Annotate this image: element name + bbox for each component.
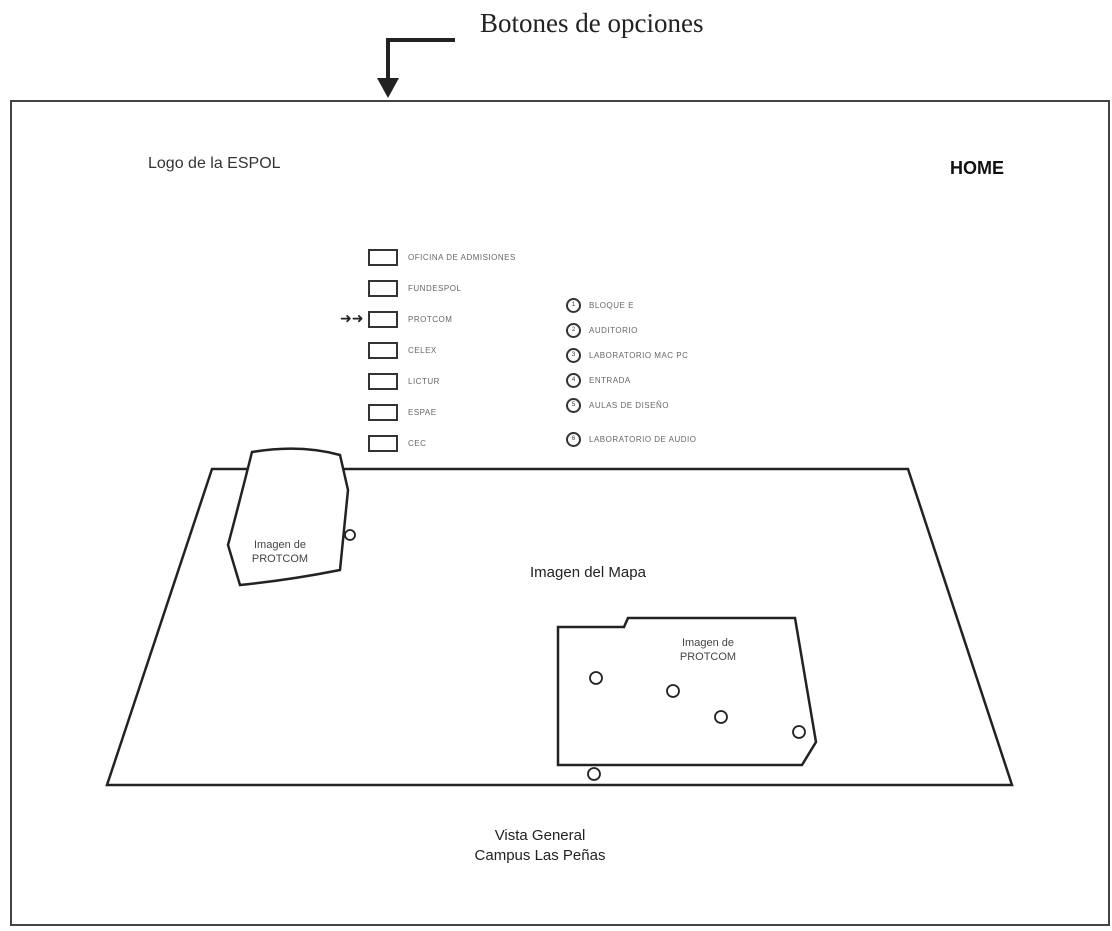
legend-number-icon: 5	[566, 397, 581, 413]
menu-button[interactable]	[368, 372, 398, 390]
building-image-right[interactable]: Imagen de PROTCOM	[679, 637, 737, 663]
legend-number-icon: 3	[566, 347, 581, 363]
menu-item-label: ESPAE	[408, 407, 437, 417]
menu-button[interactable]	[368, 310, 398, 328]
annotation-label: Botones de opciones	[480, 8, 704, 38]
caption-line-1: Vista General	[494, 827, 586, 844]
menu-item-cec[interactable]: CEC	[368, 433, 426, 453]
menu-item-label: CEC	[408, 438, 427, 448]
menu-button[interactable]	[368, 341, 398, 359]
legend-number-icon: 6	[566, 431, 581, 447]
legend-label: LABORATORIO DE AUDIO	[589, 434, 697, 444]
logo-placeholder: Logo de la ESPOL	[148, 155, 281, 172]
campus-caption: Vista General Campus Las Peñas	[420, 826, 660, 866]
legend-label: ENTRADA	[589, 375, 631, 385]
menu-item-label: CELEX	[408, 345, 437, 355]
legend-item[interactable]: 6 LABORATORIO DE AUDIO	[566, 431, 697, 447]
legend-item[interactable]: 1 BLOQUE E	[566, 297, 634, 313]
legend-number-icon: 4	[566, 372, 581, 388]
page-frame	[10, 100, 1110, 926]
legend-label: AULAS DE DISEÑO	[589, 400, 669, 410]
legend-number-icon: 1	[566, 297, 581, 313]
menu-button[interactable]	[368, 279, 398, 297]
menu-item-protcom[interactable]: ➜➜ PROTCOM	[340, 309, 453, 329]
legend-item[interactable]: 4 ENTRADA	[566, 372, 631, 388]
legend-number-icon: 2	[566, 322, 581, 338]
menu-item-label: LICTUR	[408, 376, 440, 386]
menu-item-fundespol[interactable]: FUNDESPOL	[368, 278, 461, 298]
map-title: Imagen del Mapa	[530, 564, 646, 581]
legend-label: LABORATORIO MAC PC	[589, 350, 689, 360]
legend-label: BLOQUE E	[589, 300, 634, 310]
annotation-arrow	[377, 38, 455, 98]
menu-button[interactable]	[368, 248, 398, 266]
menu-item-lictur[interactable]: LICTUR	[368, 371, 440, 391]
caption-line-2: Campus Las Peñas	[474, 847, 606, 864]
menu-item-label: PROTCOM	[408, 314, 453, 324]
legend-item[interactable]: 5 AULAS DE DISEÑO	[566, 397, 669, 413]
menu-item-label: OFICINA DE ADMISIONES	[408, 252, 516, 262]
menu-item-label: FUNDESPOL	[408, 283, 462, 293]
building-image-left[interactable]: Imagen de PROTCOM	[251, 539, 309, 565]
menu-item-oficina-admisiones[interactable]: OFICINA DE ADMISIONES	[368, 247, 516, 267]
legend-label: AUDITORIO	[589, 325, 638, 335]
selected-arrow-icon: ➜➜	[340, 310, 364, 326]
legend-item[interactable]: 3 LABORATORIO MAC PC	[566, 347, 688, 363]
home-link[interactable]: HOME	[950, 158, 1004, 178]
menu-item-espae[interactable]: ESPAE	[368, 402, 437, 422]
menu-button[interactable]	[368, 434, 398, 452]
legend-item[interactable]: 2 AUDITORIO	[566, 322, 638, 338]
menu-button[interactable]	[368, 403, 398, 421]
menu-item-celex[interactable]: CELEX	[368, 340, 437, 360]
